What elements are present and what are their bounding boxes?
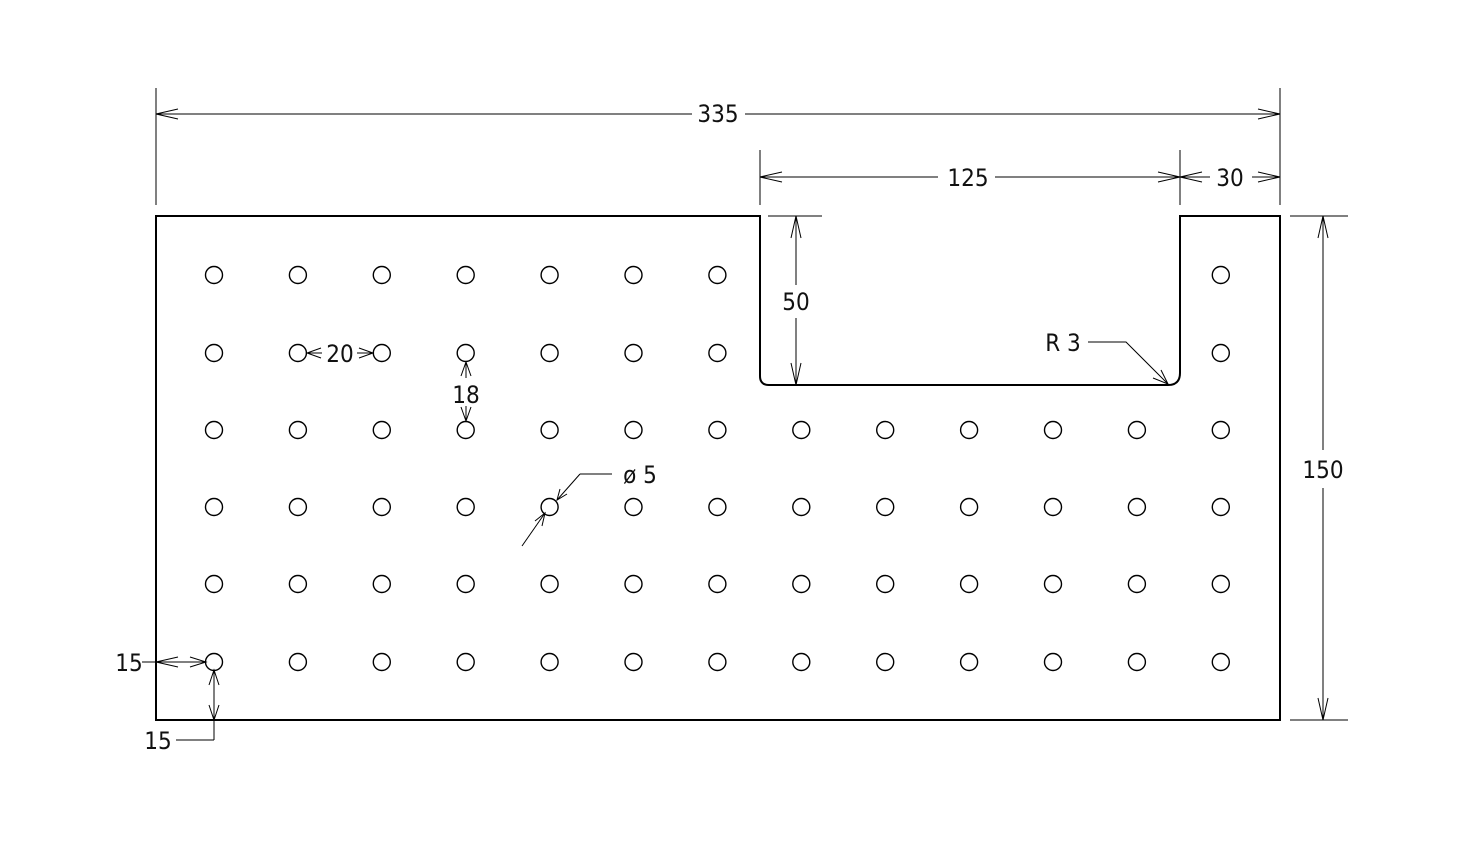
plate-outline	[155, 215, 1281, 721]
mounting-hole	[540, 420, 559, 440]
mounting-hole	[708, 497, 727, 517]
mounting-hole	[708, 652, 727, 672]
mounting-hole	[540, 574, 559, 594]
mounting-hole	[1127, 574, 1147, 594]
mounting-hole	[876, 497, 895, 517]
mounting-hole	[288, 497, 308, 517]
mounting-hole	[1043, 574, 1063, 594]
mounting-hole	[204, 420, 224, 440]
mounting-hole	[372, 343, 391, 363]
mounting-hole	[1127, 420, 1147, 440]
mounting-hole	[708, 574, 727, 594]
mounting-hole	[792, 574, 811, 594]
dimension-label-overall-width: 335	[697, 100, 738, 128]
mounting-hole	[708, 420, 727, 440]
mounting-hole	[372, 420, 391, 440]
mounting-hole	[624, 265, 643, 285]
mounting-hole	[288, 343, 308, 363]
mounting-hole	[456, 420, 475, 440]
dimension-label-hole-pitch-y: 18	[452, 381, 479, 409]
dimension-notch-depth: 50	[768, 215, 822, 386]
dimension-label-edge-offset-y: 15	[144, 727, 171, 755]
mounting-hole	[1211, 420, 1231, 440]
mounting-hole	[288, 652, 308, 672]
dimension-right-margin: 30	[1179, 164, 1281, 192]
dimension-label-right-margin: 30	[1216, 164, 1243, 192]
mounting-hole	[624, 420, 643, 440]
mounting-hole	[204, 265, 224, 285]
mounting-hole	[372, 574, 391, 594]
mounting-hole	[624, 497, 643, 517]
mounting-hole	[624, 343, 643, 363]
mounting-hole	[708, 265, 727, 285]
mounting-hole	[1211, 343, 1231, 363]
dimension-notch-width: 125	[759, 150, 1181, 205]
mounting-hole	[624, 574, 643, 594]
mounting-hole	[540, 652, 559, 672]
mounting-hole	[792, 420, 811, 440]
dimension-corner-radius: R 3	[1045, 329, 1170, 385]
dimension-label-edge-offset-x: 15	[115, 649, 142, 677]
mounting-hole	[1211, 497, 1231, 517]
mounting-hole	[372, 265, 391, 285]
mounting-hole	[1211, 265, 1231, 285]
mounting-hole	[372, 652, 391, 672]
dimension-hole-pitch-y: 18	[452, 360, 480, 423]
mounting-hole	[540, 265, 559, 285]
mounting-hole	[959, 574, 979, 594]
mounting-hole	[540, 343, 559, 363]
mounting-hole	[1211, 574, 1231, 594]
dimension-label-hole-diameter: ø 5	[623, 461, 657, 489]
mounting-hole	[876, 420, 895, 440]
mounting-hole	[876, 574, 895, 594]
mounting-hole	[456, 343, 475, 363]
dimension-edge-offset-x: 15	[115, 649, 208, 677]
mounting-hole	[959, 652, 979, 672]
mounting-hole	[204, 574, 224, 594]
mounting-hole	[288, 574, 308, 594]
mounting-hole	[1211, 652, 1231, 672]
mounting-hole	[456, 574, 475, 594]
mounting-hole	[456, 652, 475, 672]
dimension-label-overall-height: 150	[1302, 456, 1343, 484]
mounting-hole	[1043, 652, 1063, 672]
mounting-hole	[708, 343, 727, 363]
mounting-hole	[204, 497, 224, 517]
mounting-hole	[624, 652, 643, 672]
mounting-hole	[1043, 497, 1063, 517]
mounting-hole	[959, 497, 979, 517]
dimension-overall-height: 150	[1290, 215, 1348, 721]
mounting-hole	[456, 265, 475, 285]
hole-grid	[204, 265, 1231, 672]
dimension-hole-diameter: ø 5	[521, 461, 657, 547]
mounting-hole	[540, 497, 559, 517]
dimension-label-notch-width: 125	[947, 164, 988, 192]
dimension-label-hole-pitch-x: 20	[326, 340, 353, 368]
mounting-hole	[959, 420, 979, 440]
mounting-hole	[1127, 652, 1147, 672]
mounting-hole	[876, 652, 895, 672]
mounting-hole	[288, 265, 308, 285]
dimension-overall-width: 335	[155, 88, 1281, 205]
dimension-hole-pitch-x: 20	[305, 340, 375, 368]
mounting-hole	[1127, 497, 1147, 517]
mounting-hole	[456, 497, 475, 517]
mounting-hole	[372, 497, 391, 517]
mounting-hole	[792, 497, 811, 517]
mounting-hole	[204, 652, 224, 672]
mounting-hole	[1043, 420, 1063, 440]
mounting-hole	[204, 343, 224, 363]
mounting-hole	[792, 652, 811, 672]
dimension-edge-offset-y: 15	[144, 668, 220, 755]
dimension-label-notch-depth: 50	[782, 288, 809, 316]
dimension-label-corner-radius: R 3	[1045, 329, 1081, 357]
mounting-hole	[288, 420, 308, 440]
